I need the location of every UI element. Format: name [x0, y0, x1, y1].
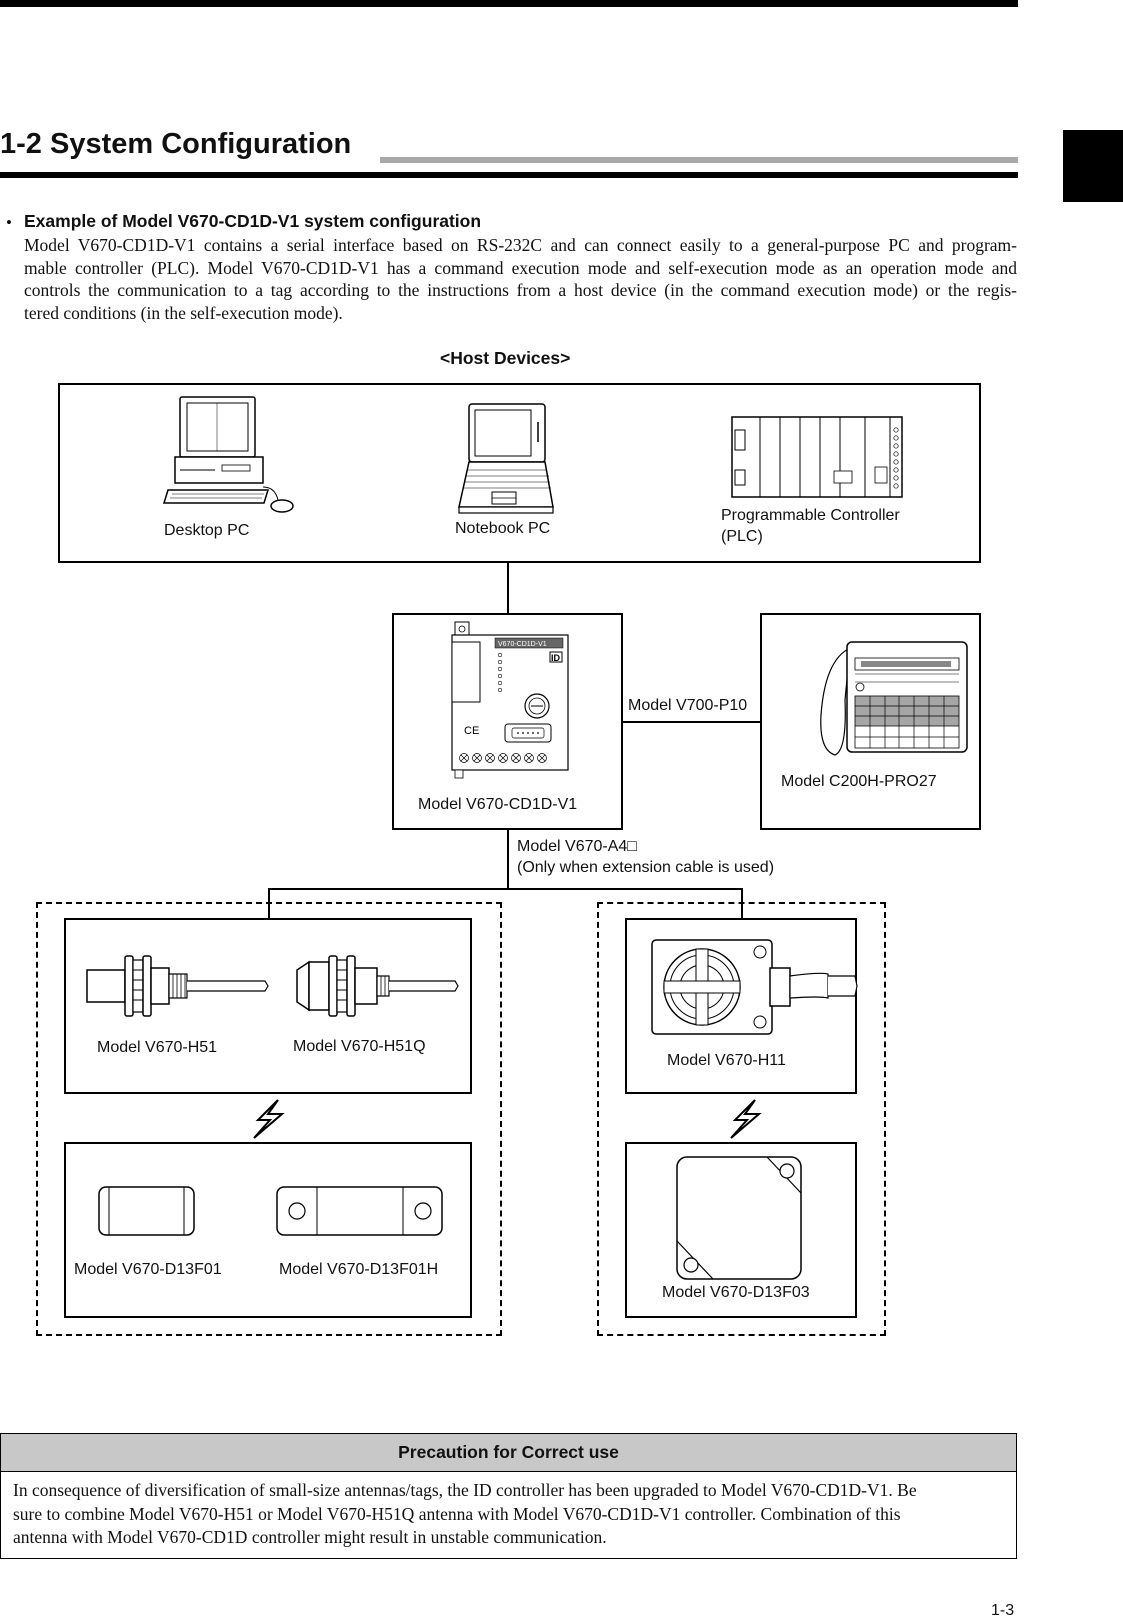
bullet-marker: •	[6, 213, 12, 232]
precaution-line: sure to combine Model V670-H51 or Model …	[13, 1503, 901, 1524]
title-gray-rule	[380, 157, 1018, 163]
page-number: 1-3	[991, 1602, 1015, 1619]
handheld-console-icon	[820, 641, 968, 756]
wireless-lightning-icon	[730, 1099, 762, 1139]
p10-cable-line	[622, 721, 761, 723]
host-controller-line	[507, 562, 509, 614]
top-rule	[0, 0, 1018, 7]
antenna-h51q-label: Model V670-H51Q	[293, 1038, 426, 1055]
antenna-h11-box	[625, 918, 857, 1094]
precaution-line: antenna with Model V670-CD1D controller …	[13, 1527, 607, 1547]
antenna-h51q-icon	[296, 955, 459, 1017]
antenna-h11-icon	[651, 939, 858, 1035]
plc-label-line1: Programmable Controller	[721, 507, 900, 524]
paragraph-line: tered conditions (in the self-execution …	[24, 302, 343, 323]
console-label: Model C200H-PRO27	[781, 773, 937, 790]
precaution-title: Precaution for Correct use	[1, 1434, 1016, 1472]
notebook-pc-label: Notebook PC	[455, 520, 551, 537]
paragraph-line: Model V670-CD1D-V1 contains a serial int…	[24, 235, 1017, 255]
tag-d13f03-box	[625, 1142, 857, 1318]
ce-mark: CE	[464, 725, 479, 737]
tag-d13f01h-label: Model V670-D13F01H	[279, 1261, 439, 1278]
example-paragraph: Model V670-CD1D-V1 contains a serial int…	[24, 234, 1017, 324]
tag-d13f03-icon	[676, 1156, 802, 1280]
antenna-h11-label: Model V670-H11	[667, 1052, 786, 1069]
plc-label-line2: (PLC)	[721, 528, 763, 545]
tag-d13f01-box	[64, 1142, 472, 1318]
right-group-dashed	[597, 902, 886, 1336]
antenna-branch-line	[268, 888, 743, 890]
p10-cable-label: Model V700-P10	[628, 697, 748, 714]
paragraph-line: mable controller (PLC). Model V670-CD1D-…	[24, 257, 1017, 278]
controller-antenna-line	[507, 829, 509, 890]
controller-label: Model V670-CD1D-V1	[418, 796, 578, 813]
paragraph-line: controls the communication to a tag acco…	[24, 280, 1017, 300]
tag-d13f03-label: Model V670-D13F03	[662, 1284, 810, 1301]
section-title: 1-2 System Configuration	[0, 128, 352, 160]
host-devices-box	[58, 383, 981, 563]
wireless-lightning-icon	[253, 1099, 285, 1139]
example-heading: Example of Model V670-CD1D-V1 system con…	[24, 211, 482, 231]
precaution-line: In consequence of diversification of sma…	[13, 1480, 917, 1500]
notebook-pc-icon	[458, 403, 554, 514]
ext-cable-label-line1: Model V670-A4□	[517, 838, 637, 855]
antenna-h51-label: Model V670-H51	[97, 1039, 218, 1056]
antenna-h51-box	[64, 918, 472, 1094]
console-box	[760, 613, 981, 830]
desktop-pc-icon	[162, 396, 294, 513]
tag-d13f01-icon	[98, 1186, 195, 1236]
precaution-text: In consequence of diversification of sma…	[13, 1479, 1003, 1550]
precaution-box	[0, 1433, 1017, 1559]
host-devices-title: <Host Devices>	[440, 348, 571, 368]
desktop-pc-label: Desktop PC	[164, 522, 250, 539]
ext-cable-label-line2: (Only when extension cable is used)	[517, 859, 775, 876]
antenna-h51-icon	[86, 955, 269, 1017]
id-controller-icon: V670-CD1D-V1 ID CE	[451, 621, 569, 779]
controller-panel-text: V670-CD1D-V1	[498, 641, 547, 648]
tag-d13f01-label: Model V670-D13F01	[74, 1261, 222, 1278]
left-group-dashed	[36, 902, 502, 1336]
tag-d13f01h-icon	[276, 1186, 443, 1236]
chapter-tab	[1063, 130, 1123, 202]
plc-icon	[731, 416, 903, 498]
title-black-rule	[0, 172, 1018, 178]
controller-id-badge: ID	[551, 653, 561, 663]
